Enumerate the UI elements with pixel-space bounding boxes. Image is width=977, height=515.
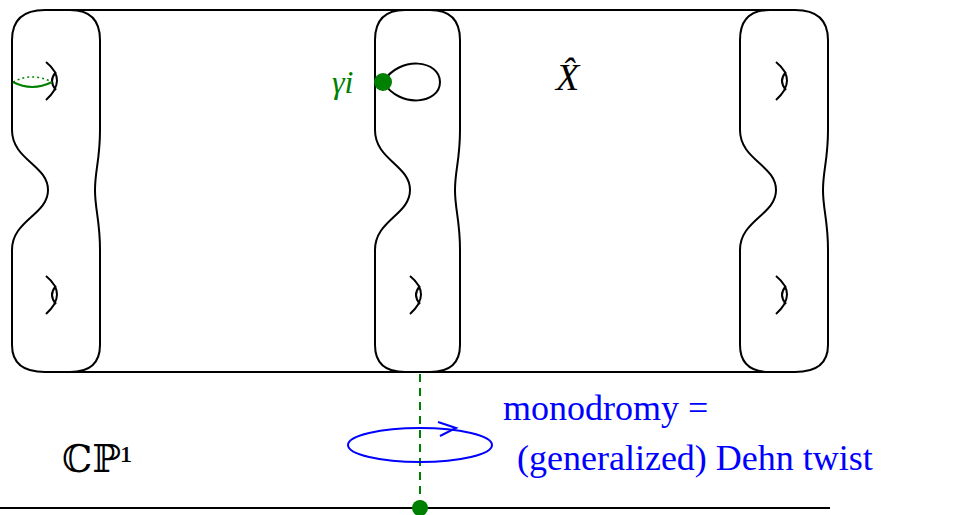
- loop-arrowhead: [438, 422, 456, 436]
- total-space-label: X̂: [556, 58, 579, 96]
- singular-fiber-middle: [375, 10, 460, 372]
- handles: [46, 62, 787, 314]
- monodromy-label: monodromy =: [503, 390, 708, 426]
- dehn-twist-label: (generalized) Dehn twist: [517, 440, 873, 476]
- cycle-label: γi: [332, 66, 354, 98]
- fiber-right: [740, 10, 828, 372]
- base-label: ℂℙ¹: [62, 440, 132, 478]
- critical-value: [412, 500, 428, 515]
- vanishing-cycle: [13, 82, 52, 87]
- vanishing-cycle-hidden: [13, 77, 52, 82]
- node-point: [374, 73, 392, 91]
- singular-fiber-left: [12, 10, 100, 372]
- monodromy-loop: [348, 428, 492, 462]
- fiber-projection: [419, 374, 421, 505]
